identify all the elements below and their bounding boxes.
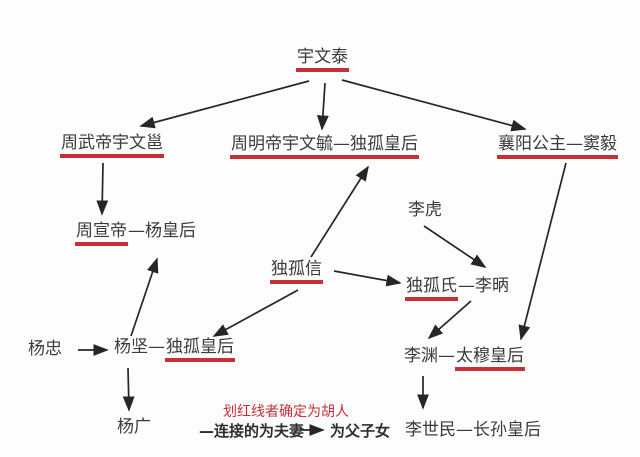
edge-yangjian-to-yang-empress [130, 257, 159, 337]
node-label-hu-underlined: 宇文泰 [296, 48, 349, 72]
edge-lihu-to-libing [423, 225, 487, 268]
node-label-hu-underlined: 周明帝宇文毓—独孤皇后 [230, 135, 419, 159]
edge-xiangyang-to-taimu [518, 162, 567, 341]
edge-yuwentai-to-xiangyang [341, 79, 527, 132]
edge-yuwentai-to-zhoumingdi [316, 82, 329, 131]
node-label: 杨广 [117, 417, 151, 437]
node-yangzhong: 杨忠 [28, 340, 62, 359]
node-label: 李世民—长孙皇后 [405, 420, 541, 440]
node-lihu: 李虎 [408, 201, 442, 220]
node-lishimin: 李世民—长孙皇后 [405, 421, 541, 440]
node-label: 杨坚— [114, 337, 165, 357]
edge-yuwentai-to-zhouwudi [139, 80, 310, 129]
node-xiangyang: 襄阳公主—窦毅 [497, 135, 618, 159]
edge-duguxin-to-empress-ming [310, 165, 369, 258]
node-zhoumingdi: 周明帝宇文毓—独孤皇后 [230, 135, 419, 159]
node-label-hu-underlined: 周宣帝 [75, 222, 128, 246]
legend-parent-child-label: 为父子女 [330, 422, 391, 440]
node-duguxin: 独孤信 [270, 260, 323, 284]
node-label-hu-underlined: 独孤信 [270, 260, 323, 284]
node-yangguang: 杨广 [117, 418, 151, 437]
edge-dugushi-to-liyuan [427, 300, 472, 340]
legend-spouse-label: —连接的为夫妻 [199, 422, 305, 440]
edge-zhouwudi-to-zhouxuandi [96, 162, 109, 216]
node-yangjian: 杨坚—独孤皇后 [114, 338, 235, 362]
edge-yangjian-to-yangguang [122, 367, 135, 412]
node-label: —杨皇后 [128, 221, 196, 241]
node-label: —李昞 [458, 276, 509, 296]
node-label: 李虎 [408, 200, 442, 220]
edge-duguxin-to-empress-sui [212, 289, 299, 337]
node-yuwentai: 宇文泰 [296, 48, 349, 72]
node-label-hu-underlined: 周武帝宇文邕 [60, 134, 164, 158]
node-liyuan: 李渊—太穆皇后 [404, 347, 525, 371]
node-zhouwudi: 周武帝宇文邕 [60, 134, 164, 158]
node-label-hu-underlined: 独孤皇后 [165, 338, 235, 362]
node-dugushi: 独孤氏—李昞 [405, 277, 509, 301]
node-label-hu-underlined: 襄阳公主—窦毅 [497, 135, 618, 159]
node-label: 杨忠 [28, 339, 62, 359]
legend-red-underline-note: 划红线者确定为胡人 [223, 404, 349, 420]
node-label-hu-underlined: 独孤氏 [405, 277, 458, 301]
node-zhouxuandi: 周宣帝—杨皇后 [75, 222, 196, 246]
edge-duguxin-to-dugushi [333, 270, 402, 287]
node-label: 李渊— [404, 346, 455, 366]
node-label-hu-underlined: 太穆皇后 [455, 347, 525, 371]
